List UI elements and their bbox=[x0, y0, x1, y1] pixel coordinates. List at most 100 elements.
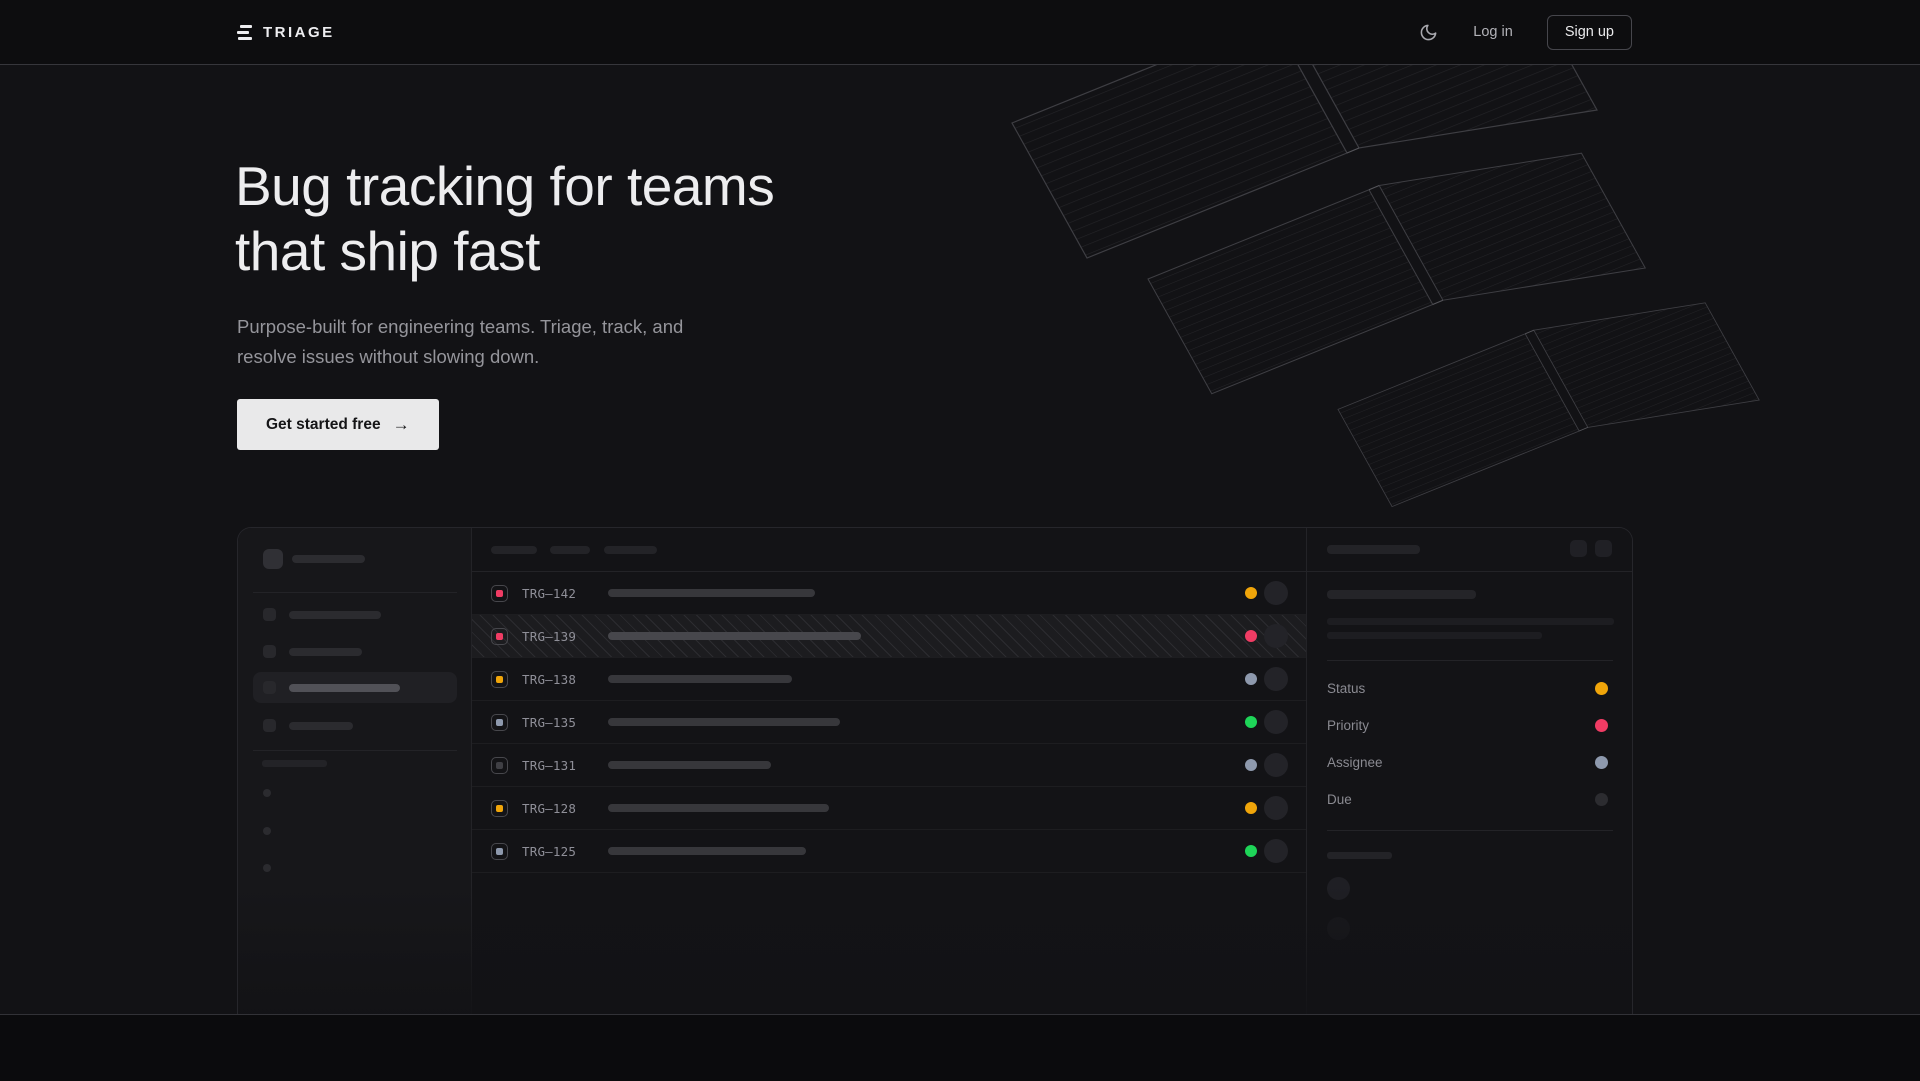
assignee-avatar bbox=[1264, 753, 1288, 777]
issue-type-icon bbox=[491, 756, 508, 774]
page-title: Bug tracking for teams that ship fast bbox=[235, 154, 775, 284]
field-value-dot bbox=[1595, 682, 1608, 695]
field-label: Priority bbox=[1327, 718, 1370, 733]
filter-pill-placeholder bbox=[550, 546, 590, 554]
field-value-dot bbox=[1595, 719, 1608, 732]
sidebar-section-label-placeholder bbox=[262, 760, 327, 767]
assignee-avatar bbox=[1264, 839, 1288, 863]
status-dot bbox=[1245, 673, 1257, 685]
issue-title-placeholder bbox=[608, 675, 792, 683]
assignee-avatar bbox=[1264, 796, 1288, 820]
assignee-avatar bbox=[1264, 624, 1288, 648]
sidebar-item-icon bbox=[263, 719, 276, 732]
title-line-1: Bug tracking for teams bbox=[235, 154, 775, 217]
sidebar-item bbox=[253, 599, 457, 630]
issue-id: TRG–142 bbox=[522, 585, 577, 601]
top-nav: TRIAGE Log in Sign up bbox=[0, 0, 1920, 65]
sidebar-dot bbox=[263, 827, 271, 835]
issue-id: TRG–125 bbox=[522, 843, 577, 859]
issue-title-placeholder bbox=[608, 718, 840, 726]
comment-avatar bbox=[1327, 877, 1350, 900]
title-line-2: that ship fast bbox=[235, 219, 540, 282]
status-dot bbox=[1245, 587, 1257, 599]
get-started-button[interactable]: Get started free → bbox=[237, 399, 439, 450]
sidebar-item-placeholder bbox=[289, 610, 381, 619]
issue-type-icon bbox=[491, 627, 508, 645]
workspace-avatar bbox=[263, 549, 283, 569]
panel-action-button bbox=[1595, 540, 1612, 557]
issue-type-icon bbox=[491, 713, 508, 731]
issue-row: TRG–128 bbox=[472, 787, 1306, 830]
sidebar-divider bbox=[253, 592, 457, 593]
issue-type-icon bbox=[491, 670, 508, 688]
sidebar-item-placeholder bbox=[289, 647, 362, 656]
get-started-label: Get started free bbox=[266, 415, 381, 433]
signup-button[interactable]: Sign up bbox=[1546, 14, 1632, 50]
issue-title-placeholder bbox=[608, 761, 771, 769]
detail-field: Assignee bbox=[1327, 754, 1613, 770]
sidebar-item-placeholder bbox=[289, 683, 400, 692]
issue-row: TRG–135 bbox=[472, 701, 1306, 744]
panel-divider bbox=[1327, 660, 1613, 661]
issue-title-placeholder bbox=[608, 804, 829, 812]
issue-row: TRG–142 bbox=[472, 572, 1306, 615]
issue-title-placeholder bbox=[608, 847, 806, 855]
preview-detail-panel: Status Priority Assignee Due bbox=[1307, 528, 1632, 1014]
status-dot bbox=[1245, 759, 1257, 771]
field-label: Assignee bbox=[1327, 755, 1383, 770]
brand-name: TRIAGE bbox=[263, 23, 335, 41]
assignee-avatar bbox=[1264, 581, 1288, 605]
detail-field: Status bbox=[1327, 680, 1613, 696]
triage-logo-icon bbox=[237, 24, 253, 40]
sidebar-dot bbox=[263, 789, 271, 797]
field-value-dot bbox=[1595, 756, 1608, 769]
login-link[interactable]: Log in bbox=[1473, 24, 1513, 40]
workspace-name-placeholder bbox=[292, 555, 365, 563]
issue-title-placeholder bbox=[608, 632, 861, 640]
sidebar-item-icon bbox=[263, 681, 276, 694]
issue-rows: TRG–142 TRG–139 TRG–138 TRG–135 TRG–131 … bbox=[472, 572, 1306, 873]
assignee-avatar bbox=[1264, 667, 1288, 691]
moon-icon[interactable] bbox=[1417, 21, 1439, 43]
brand-logo[interactable]: TRIAGE bbox=[237, 0, 335, 64]
detail-field: Due bbox=[1327, 791, 1613, 807]
activity-label-placeholder bbox=[1327, 852, 1392, 859]
issue-title-placeholder bbox=[608, 589, 815, 597]
panel-title-placeholder bbox=[1327, 545, 1420, 554]
detail-field: Priority bbox=[1327, 717, 1613, 733]
issue-list-header bbox=[472, 528, 1306, 572]
field-label: Due bbox=[1327, 792, 1352, 807]
issue-row: TRG–139 bbox=[472, 615, 1306, 658]
hero-subtitle: Purpose-built for engineering teams. Tri… bbox=[237, 312, 683, 373]
issue-type-icon bbox=[491, 799, 508, 817]
subtitle-line-1: Purpose-built for engineering teams. Tri… bbox=[237, 315, 684, 337]
status-dot bbox=[1245, 845, 1257, 857]
sidebar-item-active bbox=[253, 672, 457, 703]
field-label: Status bbox=[1327, 681, 1366, 696]
issue-id: TRG–135 bbox=[522, 714, 577, 730]
issue-id: TRG–139 bbox=[522, 628, 577, 644]
preview-workspace bbox=[263, 549, 365, 569]
sidebar-item bbox=[253, 710, 457, 741]
filter-pill-placeholder bbox=[491, 546, 537, 554]
comment-avatar bbox=[1327, 917, 1350, 940]
issue-title-placeholder bbox=[1327, 590, 1476, 599]
field-value-dot bbox=[1595, 793, 1608, 806]
app-preview-card: TRG–142 TRG–139 TRG–138 TRG–135 TRG–131 … bbox=[237, 527, 1633, 1014]
issue-type-icon bbox=[491, 584, 508, 602]
preview-issue-list: TRG–142 TRG–139 TRG–138 TRG–135 TRG–131 … bbox=[472, 528, 1307, 1014]
status-dot bbox=[1245, 630, 1257, 642]
issue-id: TRG–131 bbox=[522, 757, 577, 773]
subtitle-line-2: resolve issues without slowing down. bbox=[237, 346, 540, 367]
issue-row: TRG–131 bbox=[472, 744, 1306, 787]
sidebar-dot bbox=[263, 864, 271, 872]
filter-pill-placeholder bbox=[604, 546, 657, 554]
issue-id: TRG–128 bbox=[522, 800, 577, 816]
panel-divider bbox=[1327, 830, 1613, 831]
description-line-placeholder bbox=[1327, 618, 1614, 625]
sidebar-divider bbox=[253, 750, 457, 751]
arrow-right-icon: → bbox=[392, 414, 410, 434]
detail-panel-header bbox=[1307, 528, 1632, 572]
sidebar-item-icon bbox=[263, 645, 276, 658]
panel-action-button bbox=[1570, 540, 1587, 557]
